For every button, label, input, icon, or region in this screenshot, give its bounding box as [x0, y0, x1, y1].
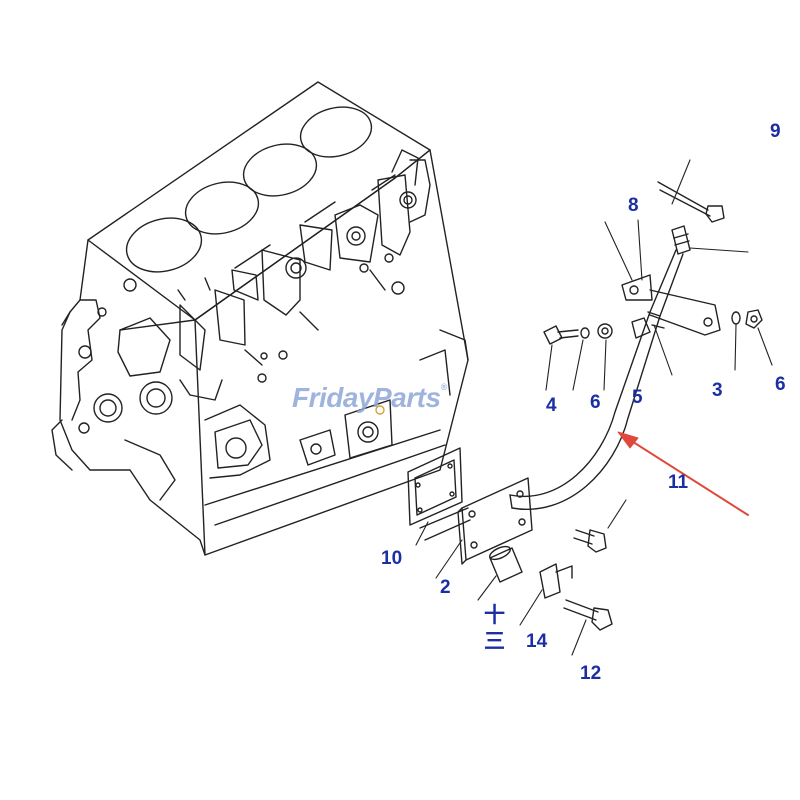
callout-14: 14 — [526, 631, 548, 652]
bolt-9 — [657, 181, 725, 223]
callout-8: 8 — [628, 195, 639, 216]
callout-9: 9 — [770, 121, 781, 142]
cylinder-bore-1 — [125, 217, 203, 273]
highlight-arrow — [617, 431, 749, 516]
watermark-registered: ® — [440, 382, 448, 392]
dipstick-tube — [509, 249, 684, 510]
cylinder-bore-2 — [184, 181, 260, 235]
leader-lines — [415, 159, 773, 656]
nut-6b — [745, 309, 763, 329]
watermark-logo: FridayParts® — [292, 382, 447, 414]
washer-4 — [580, 327, 590, 339]
nut-6 — [597, 323, 613, 339]
engine-block — [51, 81, 469, 556]
bracket-14 — [539, 563, 573, 599]
adapter-plate — [457, 477, 533, 565]
clip-bracket — [621, 274, 721, 339]
connector-pipe — [489, 545, 523, 583]
bolt-4 — [543, 325, 579, 345]
callout-10: 10 — [381, 548, 403, 569]
washer-3 — [731, 311, 741, 325]
callout-6b: 6 — [775, 374, 786, 395]
callout-13: 十 三 — [484, 604, 505, 653]
cylinder-bore-4 — [299, 106, 373, 158]
callout-2: 2 — [440, 577, 451, 598]
callout-11: 11 — [668, 472, 689, 493]
gasket — [407, 447, 463, 526]
callout-5: 5 — [632, 387, 643, 408]
dipstick-handle — [671, 225, 691, 255]
callout-4: 4 — [546, 395, 557, 416]
watermark-text: FridayParts — [292, 382, 441, 413]
callout-12: 12 — [580, 663, 602, 684]
bolt-11 — [573, 529, 607, 553]
cylinder-bore-3 — [242, 143, 318, 197]
bolt-12 — [563, 599, 613, 631]
callout-6a: 6 — [590, 392, 601, 413]
tube-entry-mark — [375, 405, 385, 415]
callout-3: 3 — [712, 380, 723, 401]
